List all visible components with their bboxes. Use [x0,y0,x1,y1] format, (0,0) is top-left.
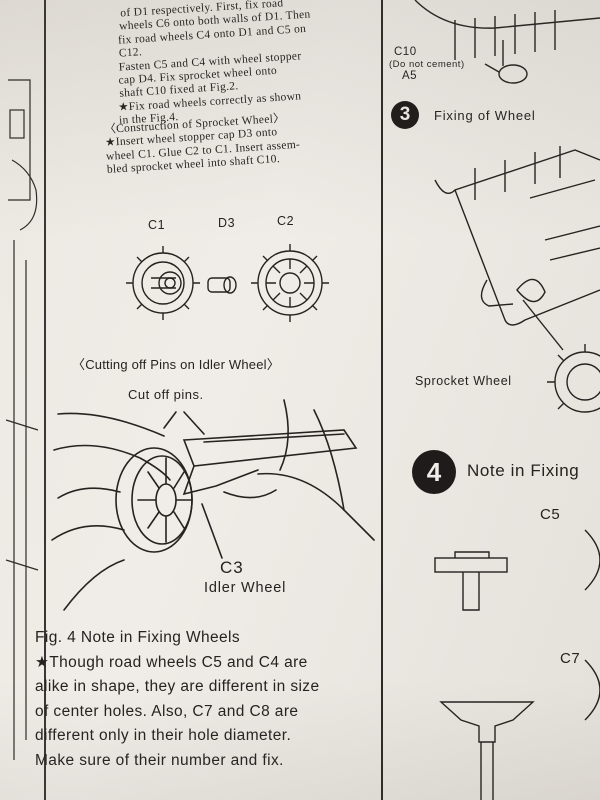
wheel-side-views-drawing [434,529,600,800]
sprocket-wheel-c1-drawing [126,246,200,320]
idler-part-name: Idler Wheel [204,580,287,596]
column-divider [381,0,383,800]
fig4-line: ★Though road wheels C5 and C4 are [35,653,308,671]
intro-paragraph: of D1 respectively. First, fix road whee… [112,0,317,128]
shaft-drawing-top [414,0,600,84]
left-margin-rule [44,0,46,800]
margin-illustration [5,79,39,760]
idler-part-code: C3 [220,558,244,577]
fig4-line: different only in their hole diameter. [35,727,292,744]
do-not-cement-note: (Do not cement) [389,59,465,70]
idler-wheel-cutting-drawing [51,399,375,611]
fig4-line: of center holes. Also, C7 and C8 are [35,702,299,720]
sprocket-wheel-label: Sprocket Wheel [415,374,512,388]
step-4-badge: 4 [412,450,456,494]
fig4-caption: Fig. 4 Note in Fixing Wheels ★Though roa… [35,626,319,773]
sprocket-section-text: 〈Construction of Sprocket Wheel〉 ★Insert… [104,112,301,178]
part-label-c2: C2 [277,214,295,228]
part-label-c7: C7 [560,650,581,667]
fig4-line: alike in shape, they are different in si… [35,678,320,695]
part-label-d3: D3 [218,216,236,230]
part-label-c1: C1 [148,218,166,232]
cut-pins-label: Cut off pins. [128,387,204,402]
fig4-title: Fig. 4 Note in Fixing Wheels [35,629,241,646]
fig4-line: Make sure of their number and fix. [35,751,284,769]
hull-wheel-drawing [434,146,600,413]
step-4-title: Note in Fixing [467,461,580,480]
part-label-c5: C5 [540,506,561,523]
stopper-cap-d3-drawing [207,276,237,294]
step-3-title: Fixing of Wheel [434,108,536,123]
idler-heading: 〈Cutting off Pins on Idler Wheel〉 [72,357,280,372]
part-label-a5: A5 [402,70,418,82]
sprocket-wheel-c2-drawing [251,244,329,322]
step-3-badge: 3 [391,101,419,129]
part-label-c10: C10 [394,46,417,58]
